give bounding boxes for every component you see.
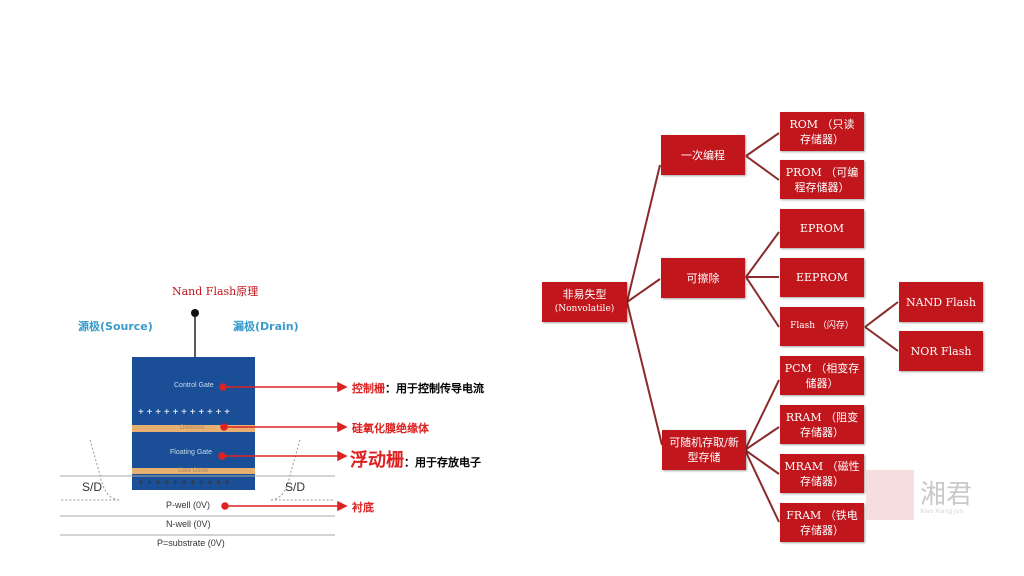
dielectric-label: Dielectric	[180, 425, 205, 431]
node-eprom: EPROM	[780, 209, 864, 248]
source-label: 源极(Source)	[78, 320, 153, 333]
drain-label: 漏极(Drain)	[233, 320, 299, 333]
node-erasable: 可擦除	[661, 258, 745, 298]
node-fram: FRAM （铁电存储器）	[780, 503, 864, 542]
node-rom: ROM （只读存储器）	[780, 112, 864, 151]
node-mram: MRAM （磁性存储器）	[780, 454, 864, 493]
seal-icon	[866, 470, 914, 520]
gate-oxide-label: Gate Oxide	[178, 468, 209, 474]
sd-left-label: S/D	[82, 480, 103, 494]
annotation-oxide: 硅氧化膜绝缘体	[352, 422, 429, 435]
annotation-floating-gate: 浮动栅：用于存放电子	[350, 450, 481, 471]
diagram-lines	[60, 309, 348, 536]
control-gate-label: Control Gate	[174, 382, 214, 389]
node-flash: Flash （闪存）	[780, 307, 864, 346]
node-pcm: PCM （相变存储器）	[780, 356, 864, 395]
diagram-title: Nand Flash原理	[172, 285, 259, 298]
sd-right-label: S/D	[285, 480, 306, 494]
annotation-substrate: 衬底	[352, 501, 374, 514]
node-eeprom: EEPROM	[780, 258, 864, 297]
node-prom: PROM （可编程存储器）	[780, 160, 864, 199]
p-well-label: P-well (0V)	[166, 500, 211, 510]
root-label: 非易失型	[562, 288, 607, 301]
node-nor-flash: NOR Flash	[899, 331, 983, 371]
node-random-access-new: 可随机存取/新型存储	[662, 430, 746, 470]
tree-root-nonvolatile: 非易失型 (Nonvolatile)	[542, 282, 627, 322]
plus-row-top: + + + + + + + + + + +	[138, 407, 231, 418]
plus-row-bottom: + + + + + + + + + + +	[138, 478, 231, 489]
n-well-label: N-well (0V)	[166, 519, 211, 529]
node-one-time-program: 一次编程	[661, 135, 745, 175]
annotation-control-gate: 控制栅：用于控制传导电流	[352, 382, 484, 395]
root-sublabel: (Nonvolatile)	[554, 304, 615, 314]
watermark-logo-text: 湘君	[920, 480, 973, 510]
node-rram: RRAM （阻变存储器）	[780, 405, 864, 444]
p-substrate-label: P=substrate (0V)	[157, 538, 225, 548]
watermark-sub: Xiao Xiang Jun	[920, 508, 964, 515]
floating-gate-label: Floating Gate	[170, 449, 213, 456]
node-nand-flash: NAND Flash	[899, 282, 983, 322]
